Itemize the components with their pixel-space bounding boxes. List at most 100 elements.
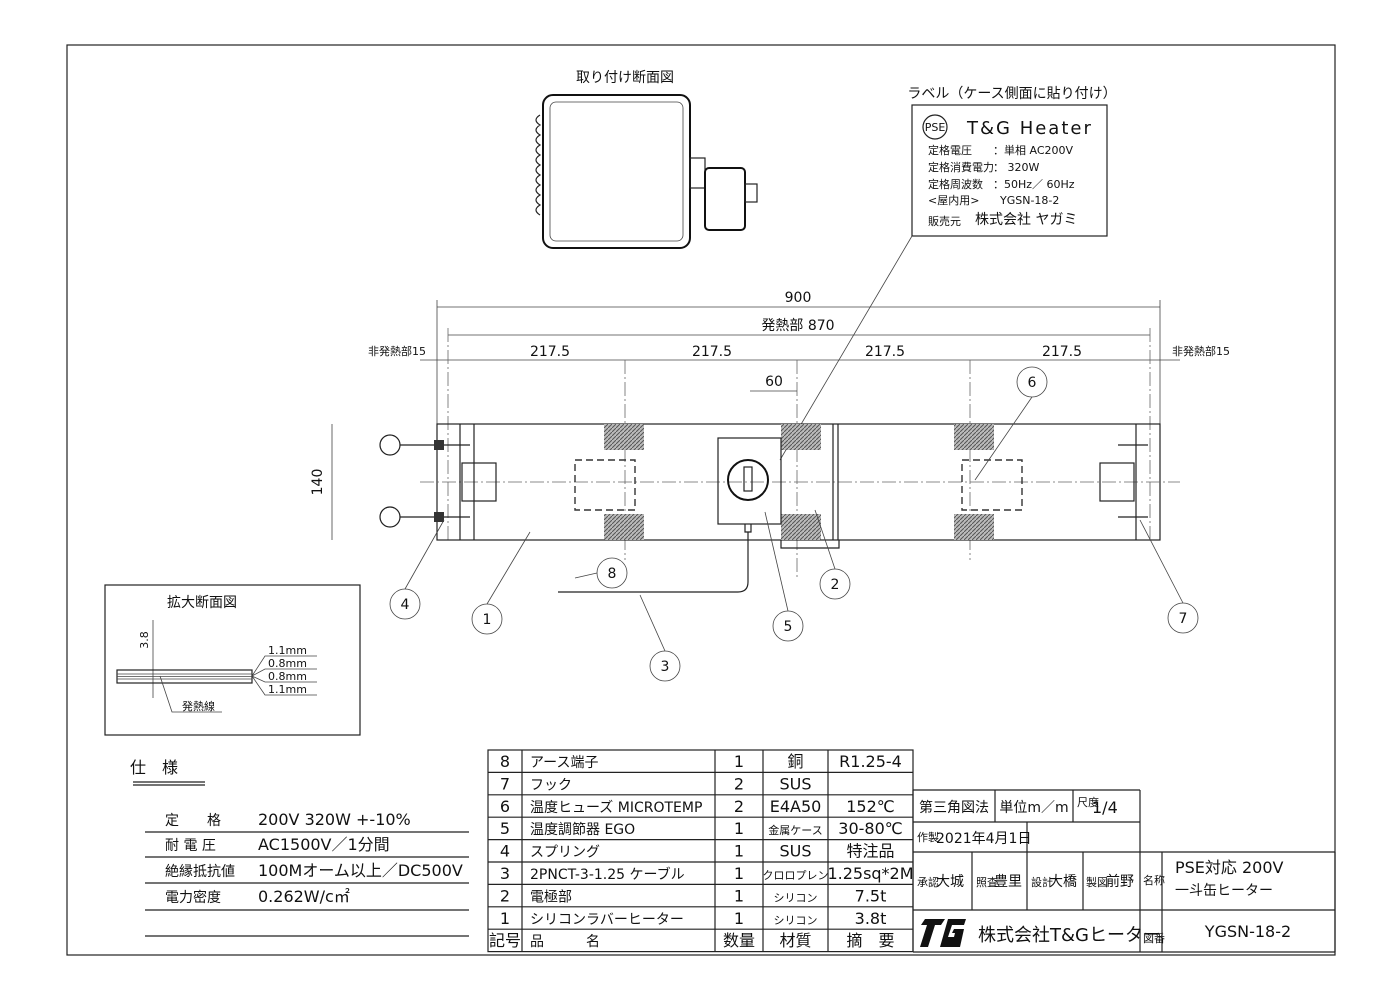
spec-title: 仕 様 (130, 758, 178, 777)
table-cell-material: SUS (779, 774, 811, 793)
dim-segment: 217.5 (692, 344, 732, 360)
table-cell-material: E4A50 (770, 797, 822, 816)
table-cell-material: 金属ケース (768, 823, 822, 837)
table-cell-part-no: 1 (500, 909, 510, 928)
table-cell-part-name: 電極部 (530, 889, 572, 905)
label-key: <屋内用> (928, 193, 979, 207)
layer-thickness: 0.8mm (268, 670, 307, 683)
table-cell-material: シリコン (774, 914, 818, 927)
drawn-label: 製図 (1086, 875, 1108, 889)
table-cell-quantity: 1 (734, 752, 744, 771)
scale: 1/4 (1092, 798, 1118, 817)
company-name: 株式会社T&Gヒーター (978, 925, 1161, 946)
table-cell-part-name: 2PNCT-3-1.25 ケーブル (530, 866, 685, 883)
spec-value: 0.262W/c㎡ (258, 887, 350, 906)
label-value: ： 320W (993, 161, 1039, 174)
table-cell-remarks: R1.25-4 (839, 752, 902, 771)
label-value: ：単相 AC200V (993, 143, 1074, 157)
dimensions: 900 発熱部 870 217.5 217.5 217.5 217.5 非発熱部… (310, 290, 1230, 580)
balloon-4: 4 (401, 597, 410, 613)
table-cell-part-no: 7 (500, 774, 510, 793)
dim-non-heating-right: 非発熱部15 (1172, 344, 1230, 358)
dim-height: 140 (310, 469, 326, 496)
spec-key: 耐 電 圧 (165, 838, 216, 854)
table-cell-remarks: 3.8t (855, 909, 887, 928)
table-cell-quantity: 1 (734, 842, 744, 861)
unit: 単位m／m (999, 800, 1068, 816)
table-cell-quantity: 1 (734, 819, 744, 838)
table-cell-part-name: アース端子 (530, 755, 598, 771)
balloon-1: 1 (483, 612, 492, 628)
cross-section-title: 拡大断面図 (167, 595, 237, 611)
table-header-remarks: 摘 要 (846, 931, 894, 950)
spec-value: AC1500V／1分間 (258, 835, 390, 854)
dim-segment: 217.5 (1042, 344, 1082, 360)
table-cell-quantity: 2 (734, 797, 744, 816)
table-cell-remarks: 7.5t (855, 886, 887, 905)
table-cell-material: クロロプレン (763, 869, 829, 882)
label-key: 定格消費電力 (928, 160, 994, 174)
table-header-material: 材質 (779, 931, 811, 950)
table-cell-remarks: 152℃ (846, 797, 895, 816)
product-label: ラベル（ケース側面に貼り付け） PSE T&G Heater 定格電圧 ：単相 … (779, 86, 1117, 461)
table-cell-remarks: 特注品 (846, 842, 894, 861)
spec-table: 仕 様 定 格 200V 320W +-10% 耐 電 圧 AC1500V／1分… (130, 758, 469, 937)
table-cell-part-name: 温度調節器 EGO (530, 821, 635, 838)
table-cell-remarks: 1.25sq*2M (827, 864, 913, 883)
drawn-by: 前野 (1106, 873, 1134, 890)
cross-section-view: 拡大断面図 3.8 1.1mm 0.8mm 0.8mm 1.1mm 発熱線 (104, 584, 361, 736)
table-cell-material: SUS (779, 842, 811, 861)
dim-segment: 217.5 (865, 344, 905, 360)
dim-total: 900 (785, 290, 812, 306)
made-label: 作製 (917, 830, 939, 844)
balloon-8: 8 (608, 566, 617, 582)
label-key: 販売元 (928, 215, 961, 228)
table-cell-part-no: 4 (500, 842, 510, 861)
name-label: 名称 (1143, 873, 1165, 887)
scale-label: 尺度 (1077, 795, 1099, 809)
table-cell-material: 銅 (787, 752, 803, 771)
layer-thickness: 1.1mm (268, 644, 307, 657)
spec-key: 定 格 (165, 813, 221, 829)
dim-heating: 発熱部 870 (761, 318, 834, 334)
balloon-5: 5 (784, 619, 793, 635)
spec-value: 100Mオーム以上／DC500V (258, 861, 463, 880)
spec-key: 電力密度 (165, 889, 221, 906)
table-cell-part-name: フック (530, 777, 572, 793)
table-cell-part-no: 6 (500, 797, 510, 816)
company-logo (920, 919, 966, 947)
table-cell-material: シリコン (774, 891, 818, 904)
table-header-part-name: 品 名 (530, 934, 600, 950)
table-cell-part-no: 3 (500, 864, 510, 883)
approved-label: 承認 (917, 875, 939, 889)
dim-non-heating-left: 非発熱部15 (368, 344, 426, 358)
checked-by: 豊里 (994, 874, 1022, 890)
balloons: 1 2 3 4 5 6 7 8 (389, 366, 1199, 682)
balloon-7: 7 (1179, 611, 1188, 627)
table-header-part-no: 記号 (489, 931, 521, 950)
drawing-number: YGSN-18-2 (1204, 922, 1291, 941)
table-cell-part-name: シリコンラバーヒーター (530, 912, 684, 928)
label-value: 株式会社 ヤガミ (975, 212, 1077, 228)
balloon-6: 6 (1028, 375, 1037, 391)
approved-by: 大城 (936, 874, 964, 890)
table-cell-part-name: 温度ヒューズ MICROTEMP (530, 800, 702, 816)
layer-thickness: 1.1mm (268, 683, 307, 696)
mounting-section-view: 取り付け断面図 (535, 70, 758, 249)
dim-offset: 60 (765, 374, 783, 390)
label-value: YGSN-18-2 (999, 194, 1059, 207)
table-header-quantity: 数量 (723, 931, 755, 950)
product-name: PSE対応 200V (1175, 858, 1284, 877)
label-value: ：50Hz／ 60Hz (993, 178, 1075, 191)
cross-section-thickness: 3.8 (138, 631, 151, 649)
table-cell-part-name: スプリング (530, 845, 600, 861)
drawing-no-label: 図番 (1143, 932, 1165, 945)
table-cell-part-no: 5 (500, 819, 510, 838)
mounting-view-title: 取り付け断面図 (576, 70, 674, 86)
table-cell-remarks: 30-80℃ (838, 819, 902, 838)
table-cell-part-no: 8 (500, 752, 510, 771)
table-cell-part-no: 2 (500, 886, 510, 905)
checked-label: 照査 (976, 875, 998, 889)
